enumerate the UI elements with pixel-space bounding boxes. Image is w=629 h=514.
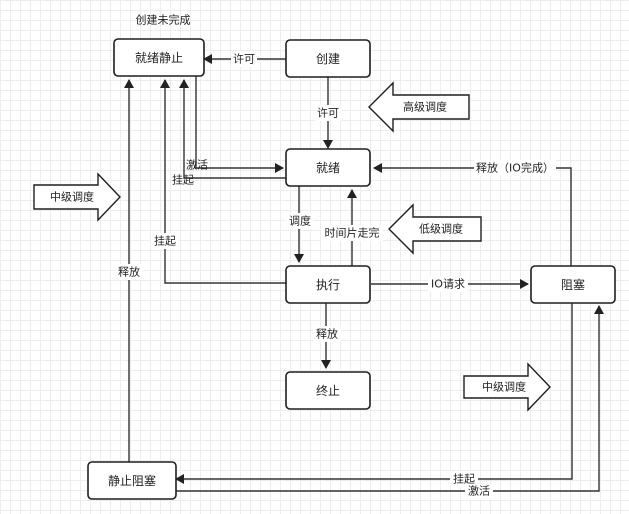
node-ready-suspended-label: 就绪静止	[135, 51, 183, 65]
node-blocked-suspended[interactable]: 静止阻塞	[87, 461, 177, 500]
note-creation-incomplete: 创建未完成	[136, 13, 191, 27]
edge-create-to-ready: 许可	[315, 76, 341, 149]
edge-label-permit-top: 许可	[233, 53, 255, 66]
callout-mid-level-scheduling-left: 中级调度	[33, 172, 121, 222]
callout-mid-level-scheduling-right: 中级调度	[463, 362, 551, 412]
edge-ready-suspended-to-ready: 激活	[186, 76, 284, 173]
node-ready-label: 就绪	[316, 161, 340, 175]
edge-running-to-terminated: 释放	[313, 302, 341, 369]
node-running-label: 执行	[316, 278, 340, 292]
edge-label-release-down: 释放	[316, 327, 338, 341]
callout-mid-right-label: 中级调度	[482, 380, 526, 394]
node-create-label: 创建	[316, 52, 340, 66]
edge-label-timeslice: 时间片走完	[325, 226, 380, 240]
edge-blocked-suspended-to-blocked: 激活	[176, 305, 604, 499]
callout-high-level-scheduling: 高级调度	[368, 81, 470, 133]
edge-label-suspend-left: 挂起	[154, 234, 176, 248]
edge-running-to-blocked: IO请求	[371, 276, 529, 292]
edge-running-to-ready: 时间片走完	[321, 189, 383, 266]
edge-label-suspend-top: 挂起	[172, 173, 194, 187]
callout-high-label: 高级调度	[403, 100, 447, 114]
callout-low-level-scheduling: 低级调度	[388, 203, 482, 255]
edge-label-io-request: IO请求	[431, 278, 465, 291]
node-ready[interactable]: 就绪	[285, 148, 371, 187]
node-blocked-label: 阻塞	[561, 277, 585, 292]
edge-label-permit: 许可	[317, 107, 339, 120]
node-blocked-suspended-label: 静止阻塞	[108, 473, 156, 488]
edge-create-to-ready-suspended: 许可	[203, 51, 286, 67]
edge-label-activate-top: 激活	[186, 158, 208, 172]
edge-running-to-ready-suspended: 挂起	[151, 79, 286, 284]
callout-low-label: 低级调度	[419, 222, 463, 236]
edge-blocked-to-ready: 释放（IO完成）	[373, 160, 572, 266]
node-terminated[interactable]: 终止	[285, 371, 371, 410]
edge-ready-to-ready-suspended: 挂起	[172, 79, 286, 187]
node-blocked[interactable]: 阻塞	[530, 265, 616, 304]
edge-blocked-to-blocked-suspended: 挂起	[175, 302, 573, 487]
edge-label-activate-bottom: 激活	[468, 484, 490, 498]
callout-mid-left-label: 中级调度	[50, 190, 94, 204]
edge-label-suspend-bottom: 挂起	[453, 472, 475, 486]
edge-blocked-suspended-to-ready-suspended: 释放	[115, 79, 143, 462]
node-ready-suspended[interactable]: 就绪静止	[113, 38, 205, 77]
edge-label-dispatch: 调度	[289, 214, 311, 228]
edge-label-release-left: 释放	[118, 265, 140, 279]
edge-ready-to-running: 调度	[286, 186, 314, 263]
edge-label-release-io: 释放（IO完成）	[476, 161, 554, 175]
node-running[interactable]: 执行	[285, 265, 371, 304]
node-terminated-label: 终止	[316, 383, 340, 398]
node-create[interactable]: 创建	[285, 39, 371, 78]
